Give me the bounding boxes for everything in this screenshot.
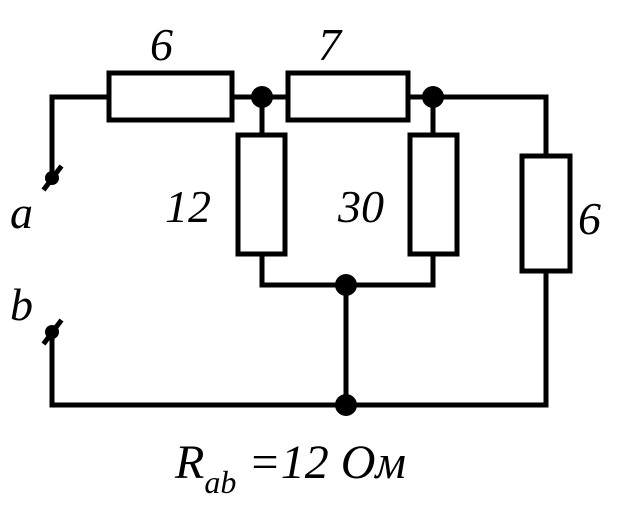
resistor-right (519, 153, 573, 274)
resistor-top-left (106, 70, 235, 123)
label-top-middle: 7 (318, 19, 343, 70)
result-value: =12 Ом (236, 436, 406, 489)
wire-bottom (49, 268, 549, 408)
label-middle-left: 12 (165, 181, 211, 232)
label-right: 6 (578, 193, 601, 244)
node-top-right (422, 86, 444, 108)
wire-a-top (49, 94, 111, 181)
label-middle-right: 30 (337, 181, 384, 232)
value-labels: 6 7 12 30 6 (150, 19, 601, 244)
resistor-middle-left (235, 132, 288, 257)
wires (49, 94, 549, 408)
nodes (251, 86, 444, 416)
wire-node2-right (430, 94, 549, 159)
terminal-a-marker (41, 164, 64, 192)
terminal-b-marker (41, 318, 64, 346)
result-formula: Rab =12 Ом (174, 436, 406, 500)
resistors (106, 70, 573, 274)
resistor-top-middle (285, 70, 411, 123)
result-subscript: ab (204, 464, 236, 500)
resistor-middle-right (407, 132, 460, 257)
terminal-b-label: b (10, 279, 33, 330)
result-symbol: R (174, 436, 204, 489)
label-top-left: 6 (150, 19, 173, 70)
node-bottom (335, 394, 357, 416)
node-top-left (251, 86, 273, 108)
node-middle (335, 274, 357, 296)
terminal-a-label: a (10, 187, 33, 238)
terminals (41, 164, 64, 346)
